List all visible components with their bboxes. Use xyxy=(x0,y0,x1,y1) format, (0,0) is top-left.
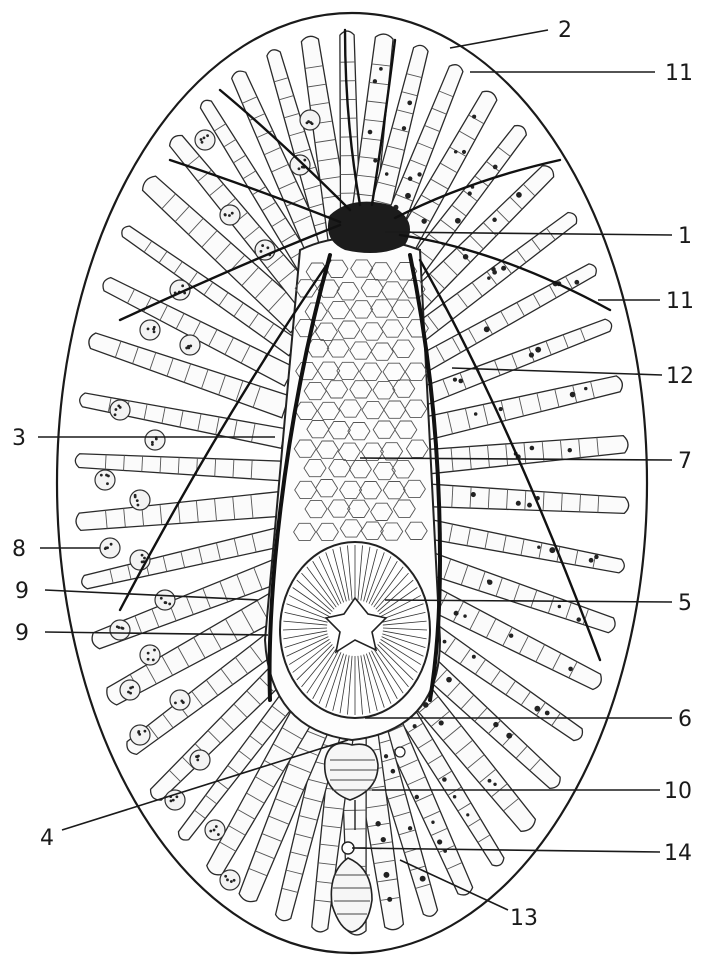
label-2: 2 xyxy=(558,18,572,43)
leader-2 xyxy=(450,30,548,48)
label-12: 12 xyxy=(666,364,694,389)
follicle xyxy=(155,590,175,610)
label-6: 6 xyxy=(678,707,692,732)
follicle xyxy=(220,870,240,890)
ventral-sucker xyxy=(280,542,430,718)
follicle xyxy=(300,110,320,130)
follicle xyxy=(130,490,150,510)
follicle xyxy=(120,680,140,700)
label-11-top: 11 xyxy=(665,61,693,86)
follicle xyxy=(205,820,225,840)
follicle xyxy=(130,725,150,745)
label-5: 5 xyxy=(678,591,692,616)
follicle xyxy=(110,620,130,640)
follicle xyxy=(140,645,160,665)
follicle xyxy=(220,205,240,225)
label-13: 13 xyxy=(510,906,538,931)
follicle xyxy=(140,320,160,340)
label-10: 10 xyxy=(664,779,692,804)
label-11-mid: 11 xyxy=(666,289,694,314)
follicle xyxy=(100,538,120,558)
follicle xyxy=(95,470,115,490)
label-14: 14 xyxy=(664,841,692,866)
label-7: 7 xyxy=(678,449,692,474)
follicle xyxy=(170,690,190,710)
follicle xyxy=(190,750,210,770)
follicle xyxy=(180,335,200,355)
label-8: 8 xyxy=(12,537,26,562)
leader-14 xyxy=(352,848,660,852)
follicle xyxy=(290,155,310,175)
label-4: 4 xyxy=(40,826,54,851)
label-1: 1 xyxy=(678,224,692,249)
label-3: 3 xyxy=(12,426,26,451)
follicle xyxy=(110,400,130,420)
label-9-upper: 9 xyxy=(15,579,29,604)
label-9-lower: 9 xyxy=(15,621,29,646)
follicle xyxy=(145,430,165,450)
follicle xyxy=(195,130,215,150)
follicle xyxy=(255,240,275,260)
